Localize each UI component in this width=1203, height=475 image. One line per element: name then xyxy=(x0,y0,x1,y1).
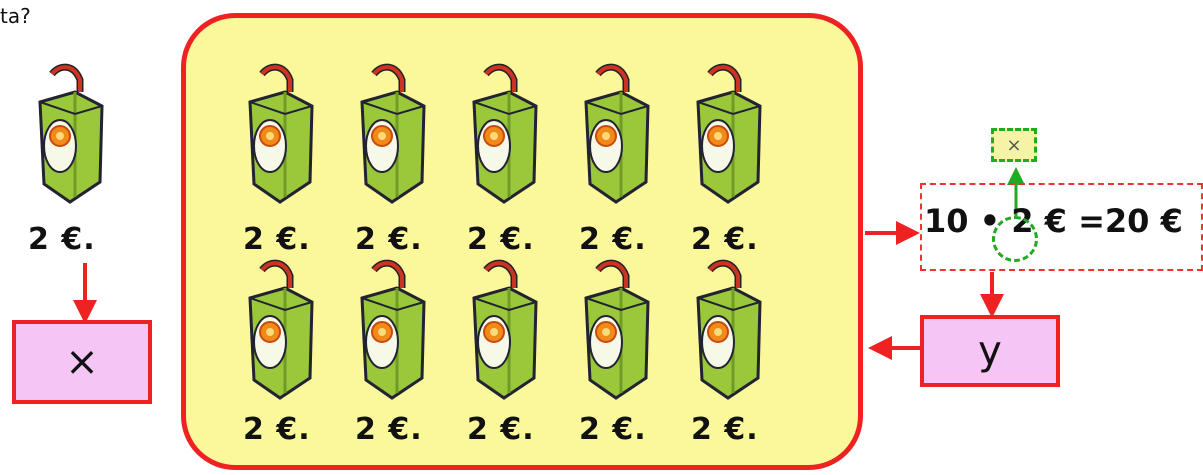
grid-price: 2 €. xyxy=(243,222,311,257)
small-x-box: × xyxy=(991,128,1037,162)
small-x-label: × xyxy=(1006,135,1021,156)
grid-price: 2 €. xyxy=(467,412,535,447)
equation-text: 10 • 2 € =20 € xyxy=(924,202,1183,240)
grid-price: 2 €. xyxy=(355,412,423,447)
juice-box-icon xyxy=(352,62,432,212)
highlight-circle xyxy=(992,216,1038,262)
variable-y-label: y xyxy=(978,328,1002,374)
juice-box-icon xyxy=(688,62,768,212)
juice-box-icon xyxy=(576,62,656,212)
juice-box-icon xyxy=(576,258,656,408)
juice-box-icon xyxy=(464,258,544,408)
grid-price: 2 €. xyxy=(691,412,759,447)
variable-x-label: × xyxy=(65,339,99,385)
grid-price: 2 €. xyxy=(467,222,535,257)
variable-y-box: y xyxy=(920,315,1060,387)
grid-price: 2 €. xyxy=(691,222,759,257)
grid-price: 2 €. xyxy=(355,222,423,257)
juice-box-icon xyxy=(688,258,768,408)
juice-box-icon xyxy=(240,258,320,408)
juice-box-icon xyxy=(464,62,544,212)
grid-price: 2 €. xyxy=(579,222,647,257)
grid-price: 2 €. xyxy=(579,412,647,447)
juice-box-icon xyxy=(352,258,432,408)
juice-box-icon xyxy=(240,62,320,212)
grid-price: 2 €. xyxy=(243,412,311,447)
variable-x-box: × xyxy=(12,320,152,404)
